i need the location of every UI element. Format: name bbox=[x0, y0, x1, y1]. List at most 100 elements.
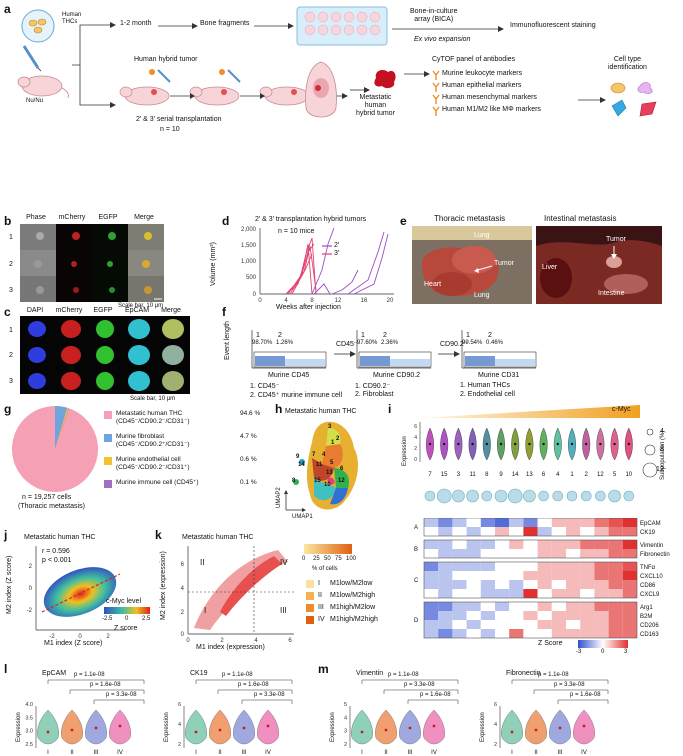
i-heatmap-cell bbox=[537, 629, 552, 638]
h-umap bbox=[284, 421, 358, 512]
j-r: r = 0.596 bbox=[42, 548, 70, 555]
i-subpop-bubble bbox=[494, 489, 508, 503]
f-pct2: 1.26% bbox=[276, 340, 294, 346]
i-heatmap-cell bbox=[608, 602, 623, 611]
i-heatmap-cell bbox=[480, 518, 495, 527]
b-row-1: 1 bbox=[9, 234, 13, 241]
hybrid-tumor-label: Human hybrid tumor bbox=[134, 56, 198, 63]
i-group-label: D bbox=[414, 618, 419, 624]
i-heatmap-cell bbox=[480, 540, 495, 549]
i-gene-label: Arg1 bbox=[640, 605, 653, 611]
i-heatmap-cell bbox=[480, 580, 495, 589]
i-cluster-label: 5 bbox=[613, 472, 617, 478]
lm-ylabel: Expression bbox=[164, 712, 170, 742]
i-heatmap-cell bbox=[438, 580, 453, 589]
i-violin-median bbox=[457, 442, 460, 446]
i-heatmap-cell bbox=[566, 629, 581, 638]
i-cluster-label: 10 bbox=[625, 472, 632, 478]
lm-violin-median bbox=[360, 730, 364, 734]
h-cluster-label: 1 bbox=[331, 440, 335, 446]
i-heatmap-cell bbox=[580, 611, 595, 620]
panel-label-g: g bbox=[4, 402, 12, 416]
i-heatmap-cell bbox=[580, 580, 595, 589]
i-heatmap-cell bbox=[424, 580, 439, 589]
i-heatmap-cell bbox=[438, 549, 453, 558]
i-heatmap-cell bbox=[495, 549, 510, 558]
i-heatmap-cell bbox=[523, 527, 538, 536]
g-legend-label: Murine fibroblast bbox=[116, 433, 165, 440]
lm-ylabel: Expression bbox=[16, 712, 22, 742]
g-legend-label: Murine immune cell (CD45⁺) bbox=[116, 479, 199, 486]
i-heatmap-cell bbox=[452, 527, 467, 536]
lm-title: Fibronectin bbox=[506, 670, 541, 677]
b-row-2: 2 bbox=[9, 261, 13, 268]
i-heatmap-cell bbox=[438, 571, 453, 580]
i-subpop-bubble bbox=[538, 490, 549, 502]
b-image-grid bbox=[20, 224, 164, 302]
lm-pval: p = 1.6e-08 bbox=[90, 682, 121, 688]
f-xlabel: Murine CD45 bbox=[268, 372, 310, 379]
i-heatmap-cell bbox=[480, 611, 495, 620]
i-heatmap-cell bbox=[466, 549, 481, 558]
i-heatmap-cell bbox=[509, 549, 524, 558]
lm-pval: p = 3.3e-08 bbox=[106, 692, 137, 698]
i-cmyc-label: c-Myc bbox=[612, 406, 631, 413]
i-heatmap-cell bbox=[608, 571, 623, 580]
i-heatmap-cell bbox=[594, 562, 609, 571]
i-subpop-bubble bbox=[623, 490, 635, 502]
i-heatmap-cell bbox=[523, 602, 538, 611]
i-heatmap-cell bbox=[452, 620, 467, 629]
c-col-epcam: EpCAM bbox=[124, 307, 150, 314]
h-cluster-label: 8 bbox=[292, 478, 296, 484]
i-cmyc-gradient bbox=[420, 405, 640, 418]
i-heatmap-cell bbox=[551, 620, 566, 629]
k-legend-text: M1high/M2low bbox=[330, 604, 376, 611]
i-heatmap-cell bbox=[466, 589, 481, 598]
lm-violin bbox=[525, 709, 547, 745]
lm-pval: p = 1.1e-08 bbox=[222, 672, 253, 678]
svg-text:6: 6 bbox=[494, 702, 497, 708]
i-heatmap-cell bbox=[438, 562, 453, 571]
i-violin-median bbox=[499, 442, 503, 446]
i-heatmap-cell bbox=[594, 580, 609, 589]
lm-xtick: I bbox=[361, 750, 363, 756]
i-heatmap-cell bbox=[480, 629, 495, 638]
lm-pval: p = 1.6e-08 bbox=[238, 682, 269, 688]
i-subpop-bubble bbox=[595, 490, 606, 502]
lm-xtick: III bbox=[93, 750, 98, 756]
i-subpop-bubble bbox=[452, 489, 465, 503]
i-heatmap-cell bbox=[509, 602, 524, 611]
c-col-egfp: EGFP bbox=[93, 307, 113, 314]
k-title: Metastatic human THC bbox=[182, 534, 254, 541]
lm-xtick: I bbox=[511, 750, 513, 756]
i-heatmap-cell bbox=[452, 540, 467, 549]
syringe-icon bbox=[22, 45, 42, 72]
c-col-merge: Merge bbox=[161, 307, 181, 314]
i-heatmap-cell bbox=[594, 602, 609, 611]
e-intestinal-photo bbox=[536, 226, 662, 304]
lm-violin-median bbox=[582, 724, 586, 728]
i-heatmap-cell bbox=[480, 527, 495, 536]
i-violin-median bbox=[570, 442, 574, 446]
svg-text:20: 20 bbox=[387, 298, 394, 304]
i-heatmap-cell bbox=[608, 527, 623, 536]
f-arrow-label: CD90.2⁻ bbox=[440, 341, 468, 348]
i-violin-median bbox=[542, 442, 545, 446]
k-pct-bar bbox=[304, 544, 352, 554]
i-gene-label: EpCAM bbox=[640, 521, 661, 527]
i-heatmap-cell bbox=[537, 527, 552, 536]
f-desc: 2. CD45⁺ murine immune cell bbox=[250, 392, 343, 399]
i-cluster-label: 7 bbox=[428, 472, 432, 478]
i-heatmap-cell bbox=[537, 562, 552, 571]
g-legend-pct: 4.7 % bbox=[240, 433, 257, 440]
svg-text:2: 2 bbox=[494, 742, 497, 748]
i-heatmap-cell bbox=[622, 589, 637, 598]
k-quad-I: I bbox=[204, 606, 207, 615]
k-pct-tick: 75 bbox=[335, 556, 342, 562]
h-cluster-label: 10 bbox=[324, 482, 331, 488]
i-cluster-label: 6 bbox=[542, 472, 546, 478]
e-label-lung1: Lung bbox=[474, 232, 490, 239]
svg-text:6: 6 bbox=[288, 638, 292, 644]
svg-text:3.0: 3.0 bbox=[25, 729, 33, 735]
